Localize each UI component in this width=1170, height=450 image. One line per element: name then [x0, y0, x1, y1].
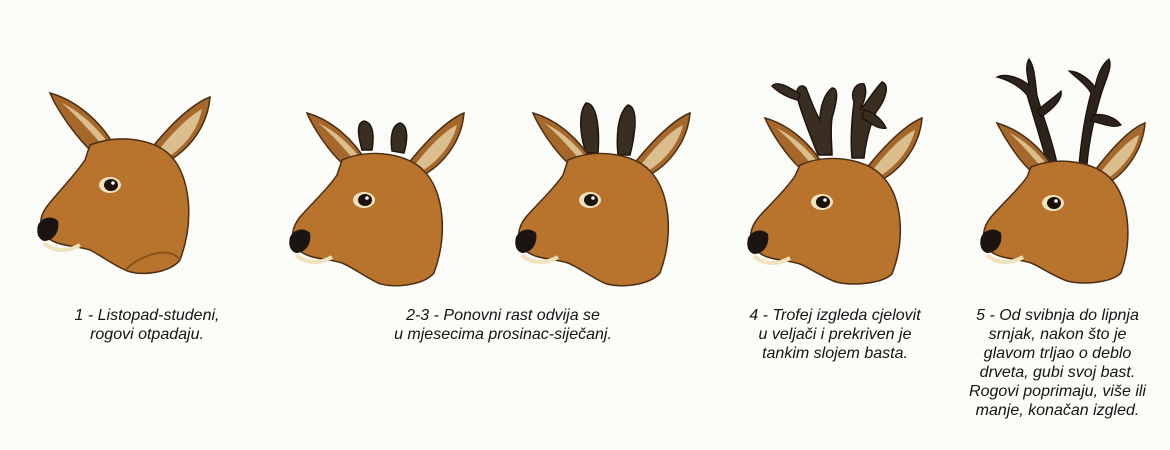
deer-head	[747, 118, 922, 284]
caption-line: manje, konačan izgled.	[955, 401, 1160, 420]
caption-line: 5 - Od svibnja do lipnja	[955, 306, 1160, 325]
caption-stage-2-3: 2-3 - Ponovni rast odvija se u mjesecima…	[368, 306, 638, 344]
deer-head	[37, 93, 210, 273]
caption-line: srnjak, nakon što je	[955, 325, 1160, 344]
caption-line: 1 - Listopad-studeni,	[42, 306, 252, 325]
caption-stage-5: 5 - Od svibnja do lipnja srnjak, nakon š…	[955, 306, 1160, 420]
caption-line: u mjesecima prosinac-siječanj.	[368, 325, 638, 344]
roe-deer-head-stage-3	[508, 95, 708, 295]
caption-line: drveta, gubi svoj bast.	[955, 363, 1160, 382]
antlers-stubs	[581, 103, 635, 155]
deer-head	[980, 123, 1145, 283]
caption-stage-1: 1 - Listopad-studeni, rogovi otpadaju.	[42, 306, 252, 344]
deer-head	[289, 113, 464, 286]
caption-line: Rogovi poprimaju, više ili	[955, 382, 1160, 401]
roe-deer-head-stage-2	[282, 95, 482, 295]
roe-deer-head-stage-1	[30, 85, 230, 285]
roe-deer-head-stage-5	[975, 55, 1165, 290]
caption-stage-4: 4 - Trofej izgleda cjelovit u veljači i …	[730, 306, 940, 363]
caption-line: 2-3 - Ponovni rast odvija se	[368, 306, 638, 325]
caption-line: tankim slojem basta.	[730, 344, 940, 363]
roe-deer-head-stage-4	[740, 70, 940, 290]
caption-line: 4 - Trofej izgleda cjelovit	[730, 306, 940, 325]
antlers-knobs	[359, 121, 407, 153]
caption-line: rogovi otpadaju.	[42, 325, 252, 344]
deer-head	[515, 113, 690, 286]
caption-line: u veljači i prekriven je	[730, 325, 940, 344]
caption-line: glavom trljao o deblo	[955, 344, 1160, 363]
